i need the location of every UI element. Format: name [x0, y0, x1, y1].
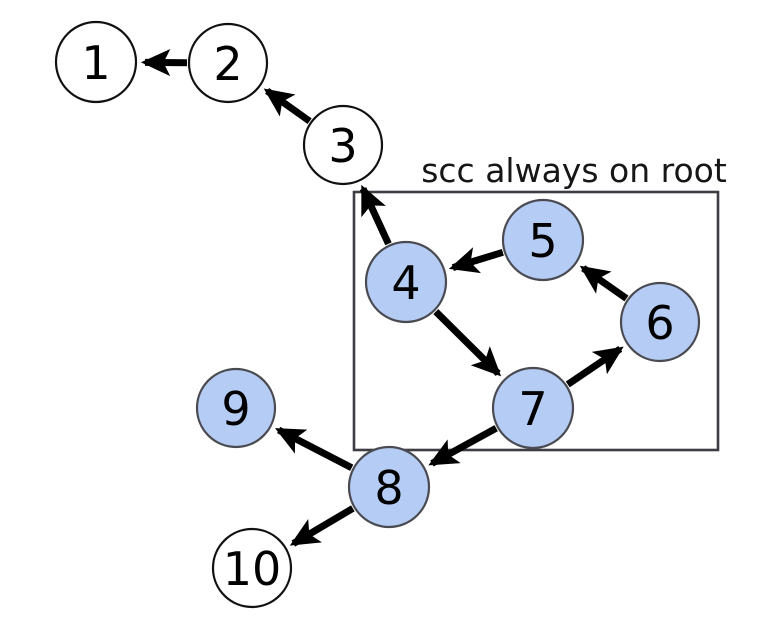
- edge-7-to-6: [565, 346, 624, 388]
- edge-5-to-4: [448, 247, 504, 274]
- edge-8-to-9: [274, 426, 354, 471]
- edge-4-to-3: [359, 184, 392, 246]
- node-circle-4[interactable]: [364, 240, 448, 324]
- node-label-4: 4: [391, 256, 420, 310]
- edge-6-to-5: [579, 265, 629, 302]
- edge-layer: [140, 49, 629, 547]
- node-1[interactable]: 1: [54, 20, 138, 104]
- node-label-9: 9: [221, 382, 250, 436]
- node-circle-8[interactable]: [347, 445, 431, 529]
- node-circle-10[interactable]: [211, 527, 293, 609]
- node-circle-1[interactable]: [54, 20, 138, 104]
- node-circle-3[interactable]: [302, 104, 384, 186]
- node-3[interactable]: 3: [302, 104, 384, 186]
- node-label-7: 7: [518, 382, 547, 436]
- edge-4-to-7: [433, 309, 502, 377]
- node-label-10: 10: [223, 542, 282, 596]
- node-8[interactable]: 8: [347, 445, 431, 529]
- node-4[interactable]: 4: [364, 240, 448, 324]
- node-circle-2[interactable]: [187, 22, 269, 104]
- node-layer: 1 2 3 4 5 6 7 8 9 10: [54, 20, 701, 609]
- node-label-2: 2: [213, 37, 242, 91]
- node-9[interactable]: 9: [195, 367, 277, 449]
- node-label-1: 1: [81, 36, 110, 90]
- node-label-8: 8: [374, 461, 403, 515]
- node-circle-6[interactable]: [619, 281, 701, 363]
- edge-7-to-8: [428, 425, 498, 467]
- node-5[interactable]: 5: [501, 198, 585, 282]
- scc-group-box-layer: scc always on root: [352, 151, 727, 452]
- node-label-3: 3: [328, 119, 357, 173]
- edge-3-to-2: [263, 88, 312, 125]
- node-circle-7[interactable]: [491, 366, 575, 450]
- node-7[interactable]: 7: [491, 366, 575, 450]
- scc-group-caption: scc always on root: [421, 151, 727, 190]
- node-2[interactable]: 2: [187, 22, 269, 104]
- node-label-5: 5: [528, 214, 557, 268]
- node-10[interactable]: 10: [211, 527, 293, 609]
- node-circle-9[interactable]: [195, 367, 277, 449]
- scc-group-box: [352, 190, 720, 452]
- node-6[interactable]: 6: [619, 281, 701, 363]
- node-circle-5[interactable]: [501, 198, 585, 282]
- edge-8-to-10: [289, 505, 355, 547]
- node-label-6: 6: [645, 296, 674, 350]
